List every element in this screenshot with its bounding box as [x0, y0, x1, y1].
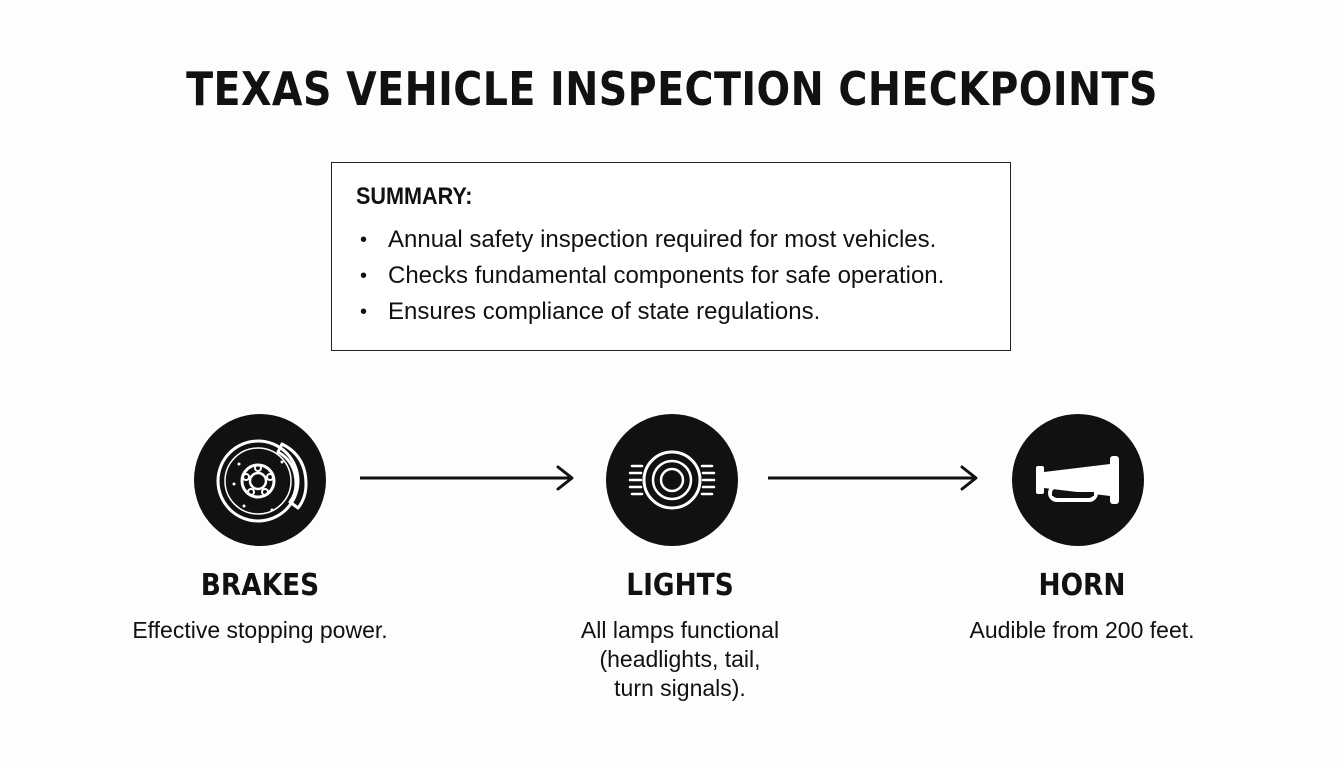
headlight-icon [606, 414, 738, 546]
horn-icon [1012, 414, 1144, 546]
step-label-horn: HORN [1038, 568, 1126, 603]
step-description-horn: Audible from 200 feet. [969, 617, 1195, 643]
step-description-lights: All lamps functional (headlights, tail, … [580, 617, 780, 701]
bullet-icon: • [360, 229, 368, 251]
bullet-icon: • [360, 265, 368, 287]
step-label-lights: LIGHTS [626, 568, 734, 603]
step-label-brakes: BRAKES [200, 568, 320, 603]
bullet-icon: • [360, 301, 368, 323]
summary-box: SUMMARY: •Annual safety inspection requi… [331, 162, 1011, 351]
summary-item: •Checks fundamental components for safe … [360, 258, 944, 294]
arrow-icon [768, 465, 978, 491]
summary-list: •Annual safety inspection required for m… [360, 222, 944, 330]
brake-disc-icon [194, 414, 326, 546]
summary-item: •Ensures compliance of state regulations… [360, 294, 944, 330]
arrow-icon [360, 465, 574, 491]
summary-item: •Annual safety inspection required for m… [360, 222, 944, 258]
step-description-brakes: Effective stopping power. [132, 617, 388, 643]
page-title: TEXAS VEHICLE INSPECTION CHECKPOINTS [186, 62, 1158, 116]
summary-heading: SUMMARY: [356, 183, 473, 210]
